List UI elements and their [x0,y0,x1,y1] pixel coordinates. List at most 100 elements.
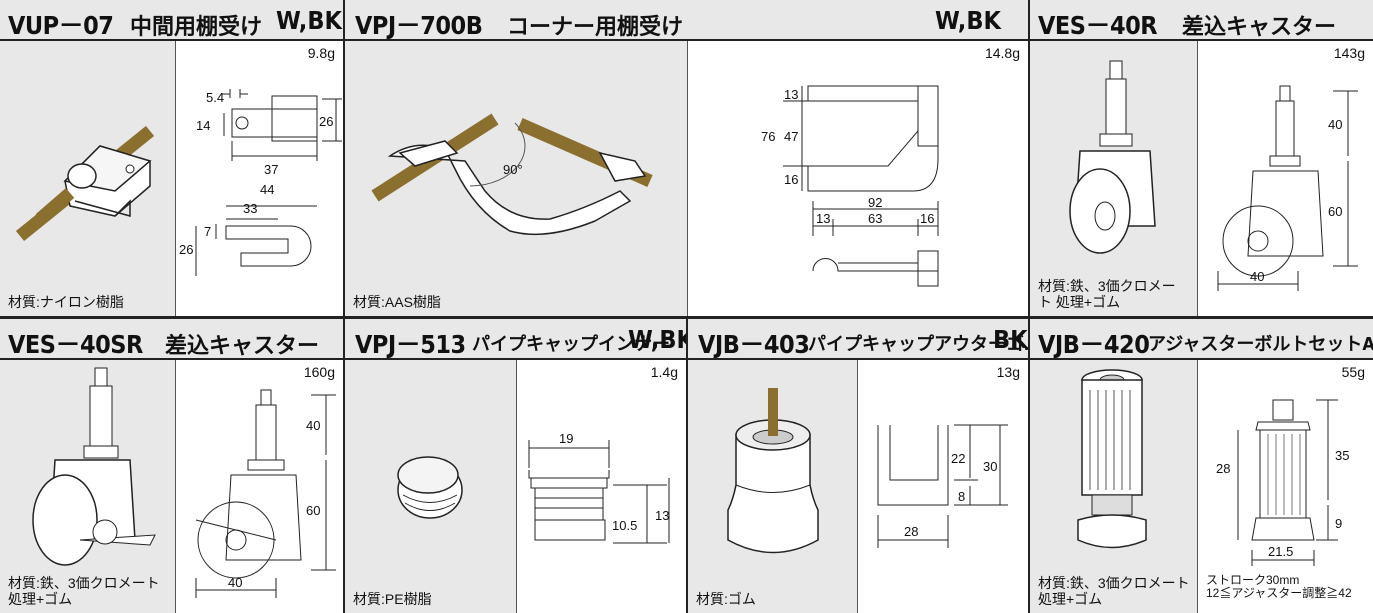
dim-label: 16 [784,172,798,187]
product-cell-vjb420: VJB－420 アジャスターボルトセットA 材質:鉄、3価クロメート [1030,319,1373,613]
product-name: パイプキャップアウターゴムA [808,334,1030,355]
material-label: 材質:鉄、3価クロメート 処理+ゴム [8,575,160,607]
product-colors: W,BK [935,6,1001,35]
product-photo: 材質:鉄、3価クロメート 処理+ゴム [1030,360,1198,613]
dimension-diagram: 19 10.5 13 [528,431,670,544]
dim-label: 60 [306,503,320,518]
dim-label: 9 [1335,516,1342,531]
material-label: 材質:ナイロン樹脂 [8,294,124,310]
product-colors: BK [993,325,1028,354]
dimension-drawing: 160g 40 [176,360,343,613]
product-cell-vjb403: VJB－403 パイプキャップアウターゴムA BK 材質:ゴム 13g [688,319,1030,613]
product-code: VPJ－700B [355,11,483,40]
dim-label: 28 [1216,461,1230,476]
dimension-drawing: 14.8g 13 [688,41,1028,316]
product-name: 中間用棚受け [130,15,263,40]
product-header: VPJ－513 パイプキャップインナー W,BK [345,319,686,360]
shelf-bracket-illustration [15,125,155,242]
dim-label: 37 [264,162,278,177]
dimension-diagram: 13 76 47 16 92 13 63 16 [761,85,939,287]
dim-label: 13 [816,211,830,226]
inner-cap-illustration [397,456,463,519]
product-header: VES－40SR 差込キャスター [0,319,343,360]
product-header: VES－40R 差込キャスター [1030,0,1373,41]
product-photo: 材質:ゴム [688,360,858,613]
dim-label: 40 [228,575,242,590]
material-label: 材質:AAS樹脂 [353,294,441,310]
product-header: VJB－420 アジャスターボルトセットA [1030,319,1373,360]
product-colors: W,BK [276,6,342,35]
product-code: VUP－07 [8,11,114,40]
corner-bracket-illustration: 90° [371,113,653,236]
product-colors: W,BK [628,325,688,354]
stroke-note: ストローク30mm [1206,573,1300,587]
angle-label: 90° [503,162,523,177]
dim-label: 35 [1335,448,1349,463]
product-header: VJB－403 パイプキャップアウターゴムA BK [688,319,1028,360]
product-photo: 材質:PE樹脂 [345,360,517,613]
caster-illustration [1069,60,1156,254]
dim-label: 22 [951,451,965,466]
material-label: 材質:鉄、3価クロメート 処理+ゴム [1038,575,1190,607]
material-label: 材質:ゴム [696,591,756,607]
dim-label: 60 [1328,204,1342,219]
dim-label: 14 [196,118,210,133]
row-divider [0,316,1373,319]
caster-with-brake-illustration [32,367,156,566]
weight-label: 14.8g [984,45,1020,61]
dim-label: 40 [306,418,320,433]
dim-label: 63 [868,211,882,226]
dim-label: 8 [958,489,965,504]
product-name: コーナー用棚受け [507,15,684,40]
product-code: VES－40SR [8,330,143,359]
weight-label: 143g [1333,45,1365,61]
product-name: パイプキャップインナー [472,334,670,355]
dimension-drawing: 13g 22 30 8 28 [858,360,1028,613]
weight-label: 1.4g [650,364,678,380]
dim-label: 13 [784,87,798,102]
dim-label: 76 [761,129,775,144]
product-photo: 材質:鉄、3価クロメート 処理+ゴム [1030,41,1198,316]
dimension-diagram: 5.4 14 26 37 44 33 7 26 [179,89,342,276]
dim-label: 26 [319,114,333,129]
product-photo: 90° 材質:AAS樹脂 [345,41,688,316]
product-cell-vpj513: VPJ－513 パイプキャップインナー W,BK 材質:PE樹脂 1.4g [345,319,688,613]
dim-label: 16 [920,211,934,226]
dim-label: 5.4 [206,90,224,105]
dim-label: 21.5 [1268,544,1293,559]
material-label: 材質:鉄、3価クロメート 処理+ゴム [1038,278,1176,310]
product-name: 差込キャスター [1182,15,1337,40]
dim-label: 44 [260,182,274,197]
adjuster-bolt-illustration [1077,369,1147,549]
dim-label: 10.5 [612,518,637,533]
product-code: VJB－403 [698,330,810,359]
dimension-drawing: 55g 28 35 [1198,360,1373,613]
dim-label: 13 [655,508,669,523]
weight-label: 9.8g [307,45,335,61]
dimension-diagram: 22 30 8 28 [877,424,1008,548]
product-cell-ves40r: VES－40R 差込キャスター 材質:鉄、3価クロメート 処理+ゴム 143g [1030,0,1373,316]
dim-label: 30 [983,459,997,474]
dim-label: 19 [559,431,573,446]
dimension-diagram: 28 35 9 21.5 [1216,399,1349,566]
dim-label: 47 [784,129,798,144]
dim-label: 40 [1328,117,1342,132]
weight-label: 160g [303,364,335,380]
dimension-drawing: 1.4g 19 [517,360,686,613]
outer-rubber-cap-illustration [727,388,819,554]
product-code: VPJ－513 [355,330,466,359]
product-photo: 材質:鉄、3価クロメート 処理+ゴム [0,360,176,613]
dim-label: 7 [204,224,211,239]
weight-label: 55g [1341,364,1365,380]
product-header: VPJ－700B コーナー用棚受け W,BK [345,0,1028,41]
weight-label: 13g [996,364,1020,380]
dim-label: 33 [243,201,257,216]
adjust-range-note: 12≦アジャスター調整≧42 [1206,586,1352,600]
material-label: 材質:PE樹脂 [353,591,432,607]
dim-label: 40 [1250,269,1264,284]
product-code: VES－40R [1038,11,1158,40]
dim-label: 92 [868,195,882,210]
dim-label: 26 [179,242,193,257]
product-name: 差込キャスター [165,334,320,359]
product-name: アジャスターボルトセットA [1148,334,1373,355]
